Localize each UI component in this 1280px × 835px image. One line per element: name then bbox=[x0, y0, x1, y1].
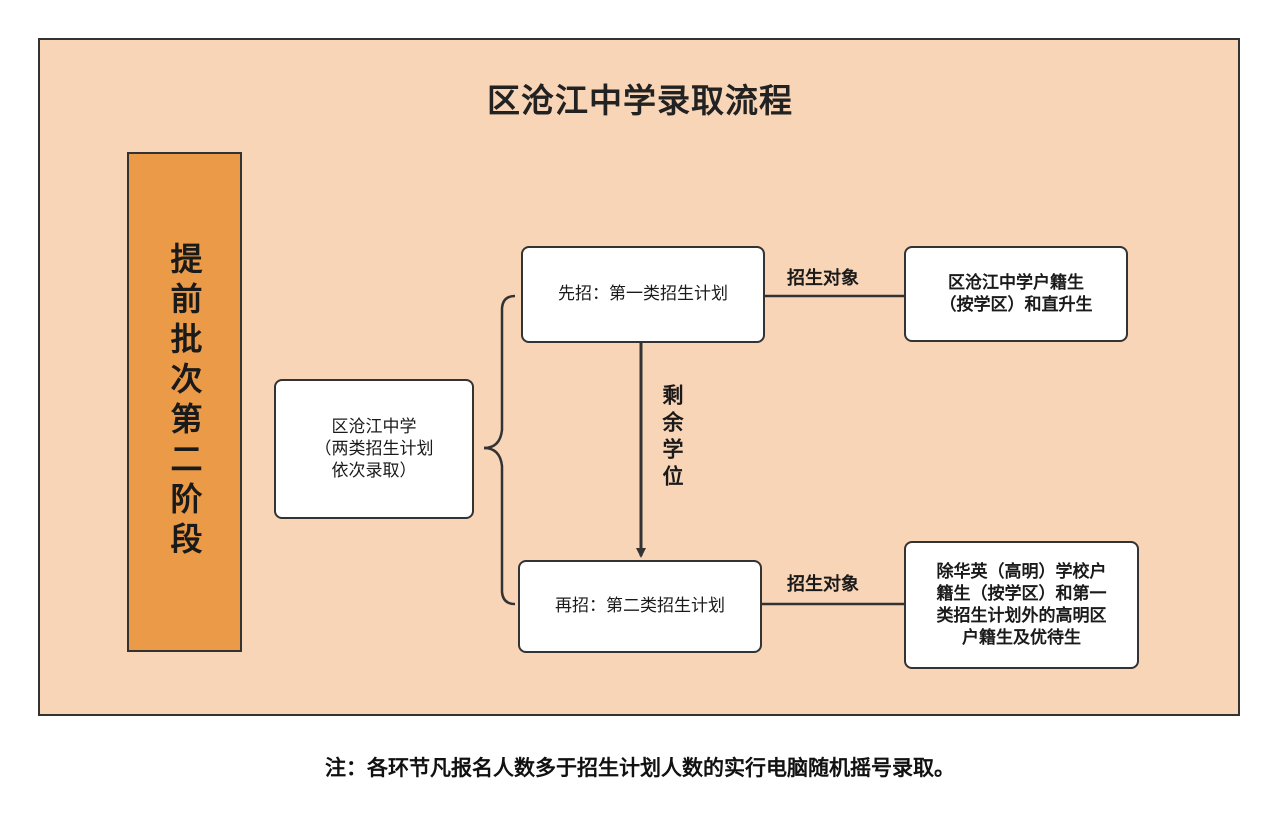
diagram-title: 区沧江中学录取流程 bbox=[487, 81, 793, 120]
footnote: 注：各环节凡报名人数多于招生计划人数的实行电脑随机摇号录取。 bbox=[325, 756, 955, 780]
target-label-1: 招生对象 bbox=[787, 268, 859, 289]
target-box-2: 除华英（高明）学校户 籍生（按学区）和第一 类招生计划外的高明区 户籍生及优待生 bbox=[904, 541, 1139, 669]
first-plan-box: 先招：第一类招生计划 bbox=[521, 246, 765, 343]
target-label-2: 招生对象 bbox=[787, 574, 859, 595]
brace-connector-lower bbox=[483, 446, 516, 606]
brace-connector bbox=[483, 294, 516, 450]
target-box-1: 区沧江中学户籍生 （按学区）和直升生 bbox=[904, 246, 1128, 342]
stage-block: 提前批次第二阶段 bbox=[127, 152, 242, 652]
remaining-seats-label: 剩余学位 bbox=[660, 384, 684, 492]
school-box: 区沧江中学 （两类招生计划 依次录取） bbox=[274, 379, 474, 519]
stage-label: 提前批次第二阶段 bbox=[165, 242, 204, 562]
second-plan-box: 再招：第二类招生计划 bbox=[518, 560, 762, 653]
